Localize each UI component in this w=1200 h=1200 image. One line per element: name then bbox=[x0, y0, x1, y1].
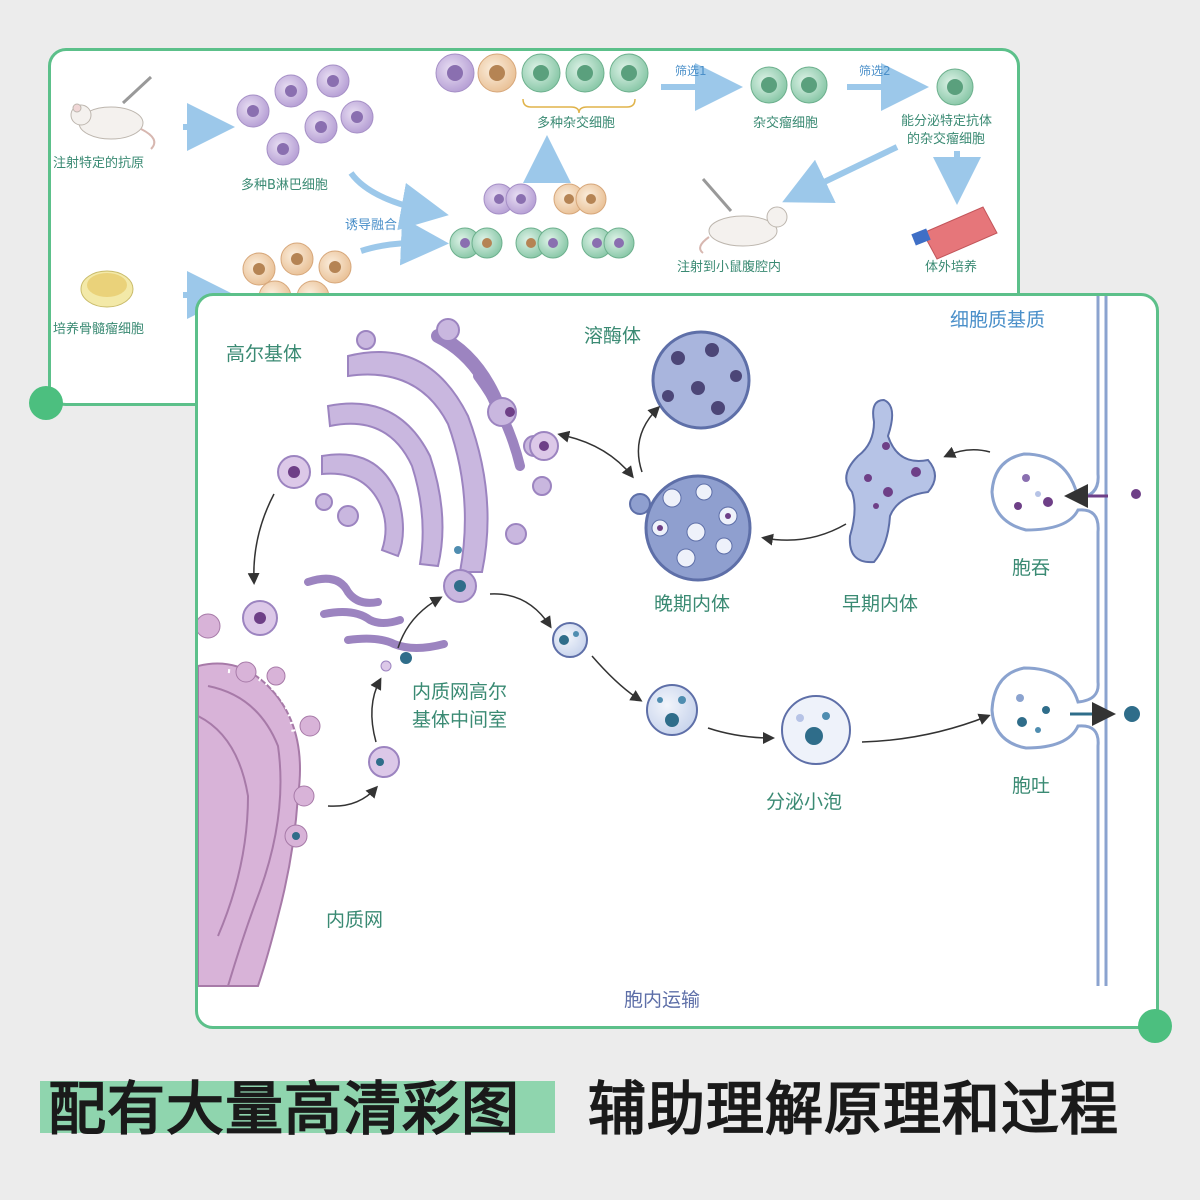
arrow bbox=[761, 523, 847, 546]
label-antibody-hybridoma-2: 的杂交瘤细胞 bbox=[907, 131, 985, 147]
arrow bbox=[637, 405, 661, 473]
label-hybrid-cells: 多种杂交细胞 bbox=[537, 115, 615, 131]
arrow bbox=[360, 217, 449, 266]
label-screen1: 筛选1 bbox=[675, 63, 707, 78]
exocytosed-particle bbox=[1017, 717, 1027, 727]
culture-flask-icon bbox=[911, 206, 998, 260]
label-culture-myeloma: 培养骨髓瘤细胞 bbox=[53, 321, 144, 337]
label-lysosome: 溶酶体 bbox=[584, 325, 641, 347]
ergic-tubules bbox=[304, 574, 448, 672]
vesicle-cargo bbox=[665, 713, 679, 727]
arrow bbox=[591, 655, 643, 702]
accent-dot bbox=[1138, 1009, 1172, 1043]
vesicle-cargo bbox=[573, 631, 579, 637]
label-inject-mouse: 注射到小鼠腹腔内 bbox=[677, 259, 781, 275]
arrow bbox=[782, 144, 899, 204]
monoclonal-antibody-diagram: 注射特定的抗原 多种B淋巴细胞 培养骨髓瘤细胞 诱导融合 bbox=[53, 53, 998, 337]
intracellular-transport-card: 内质网 内质网高尔 基体中间室 bbox=[195, 293, 1159, 1029]
golgi-cargo bbox=[454, 580, 466, 592]
mouse-icon bbox=[70, 75, 156, 150]
endocytosed-particle bbox=[1014, 502, 1022, 510]
label-endocytosis: 胞吞 bbox=[1012, 557, 1050, 579]
label-exocytosis: 胞吐 bbox=[1012, 775, 1050, 797]
vesicle-cargo bbox=[657, 697, 663, 703]
mouse-icon bbox=[699, 178, 788, 254]
arrow bbox=[557, 430, 634, 479]
arrow bbox=[707, 727, 775, 744]
exocytosed-particle bbox=[1035, 727, 1041, 733]
label-early-endosome: 早期内体 bbox=[842, 593, 918, 615]
caption-left: 配有大量高清彩图 bbox=[48, 1075, 521, 1143]
label-screen2: 筛选2 bbox=[859, 63, 891, 78]
label-golgi: 高尔基体 bbox=[226, 343, 302, 365]
plasma-membrane bbox=[990, 296, 1108, 986]
label-ergic-1: 内质网高尔 bbox=[412, 681, 507, 703]
label-in-vitro: 体外培养 bbox=[925, 259, 977, 275]
accent-dot bbox=[29, 386, 63, 420]
arrow bbox=[327, 785, 379, 807]
vesicle-cargo bbox=[822, 712, 830, 720]
endocytosed-particle bbox=[1043, 497, 1053, 507]
hybridoma-cells bbox=[750, 66, 828, 104]
b-cell-cluster bbox=[236, 64, 374, 166]
label-ergic-2: 基体中间室 bbox=[412, 709, 507, 731]
endocytosed-particle bbox=[1022, 474, 1030, 482]
label-late-endosome: 晚期内体 bbox=[654, 593, 730, 615]
caption-highlight bbox=[40, 1081, 555, 1133]
arrow bbox=[397, 596, 443, 649]
antibody-hybridoma-cell bbox=[936, 68, 974, 106]
vesicle-cargo bbox=[796, 714, 804, 722]
secretory-vesicle-early bbox=[552, 622, 588, 658]
vesicle-cargo bbox=[805, 727, 823, 745]
lysosome bbox=[651, 330, 751, 430]
vesicle-cargo bbox=[254, 612, 266, 624]
vesicle-cargo bbox=[559, 635, 569, 645]
arrow bbox=[489, 593, 552, 629]
golgi-apparatus bbox=[315, 318, 552, 603]
arrow bbox=[861, 713, 991, 743]
label-induce-fusion: 诱导融合 bbox=[345, 218, 397, 233]
arrow bbox=[348, 171, 449, 231]
hybrid-cell-row bbox=[435, 53, 649, 114]
label-hybridoma: 杂交瘤细胞 bbox=[753, 115, 818, 131]
label-secretory-vesicle: 分泌小泡 bbox=[766, 791, 842, 813]
golgi-cargo bbox=[454, 546, 462, 554]
label-inject-antigen: 注射特定的抗原 bbox=[53, 155, 144, 171]
golgi-cargo bbox=[505, 407, 515, 417]
label-b-cells: 多种B淋巴细胞 bbox=[241, 177, 328, 193]
exocytosed-particle bbox=[1042, 706, 1050, 714]
arrow bbox=[370, 677, 382, 743]
early-endosome bbox=[845, 398, 936, 564]
label-antibody-hybridoma-1: 能分泌特定抗体 bbox=[901, 114, 992, 129]
fused-cell-pairs bbox=[449, 183, 635, 259]
secretory-vesicle-mid bbox=[646, 684, 698, 736]
vesicle-cargo bbox=[678, 696, 686, 704]
secreted-particle bbox=[1124, 706, 1140, 722]
exocytosed-particle bbox=[1016, 694, 1024, 702]
petri-dish-icon bbox=[80, 270, 134, 308]
caption-right: 辅助理解原理和过程 bbox=[588, 1075, 1120, 1143]
endoplasmic-reticulum bbox=[198, 613, 321, 987]
label-cytoplasm-matrix: 细胞质基质 bbox=[950, 309, 1045, 331]
vesicle-cargo bbox=[539, 441, 549, 451]
late-endosome bbox=[629, 474, 752, 582]
vesicle-cargo bbox=[288, 466, 300, 478]
endocytosed-particle bbox=[1035, 491, 1041, 497]
arrow bbox=[943, 446, 991, 458]
intracellular-transport-diagram: 内质网 内质网高尔 基体中间室 bbox=[198, 296, 1141, 1011]
panel-title: 胞内运输 bbox=[624, 989, 700, 1011]
label-er: 内质网 bbox=[326, 909, 383, 931]
vesicle-cargo bbox=[376, 758, 384, 766]
external-particle bbox=[1131, 489, 1141, 499]
arrow bbox=[247, 493, 275, 585]
